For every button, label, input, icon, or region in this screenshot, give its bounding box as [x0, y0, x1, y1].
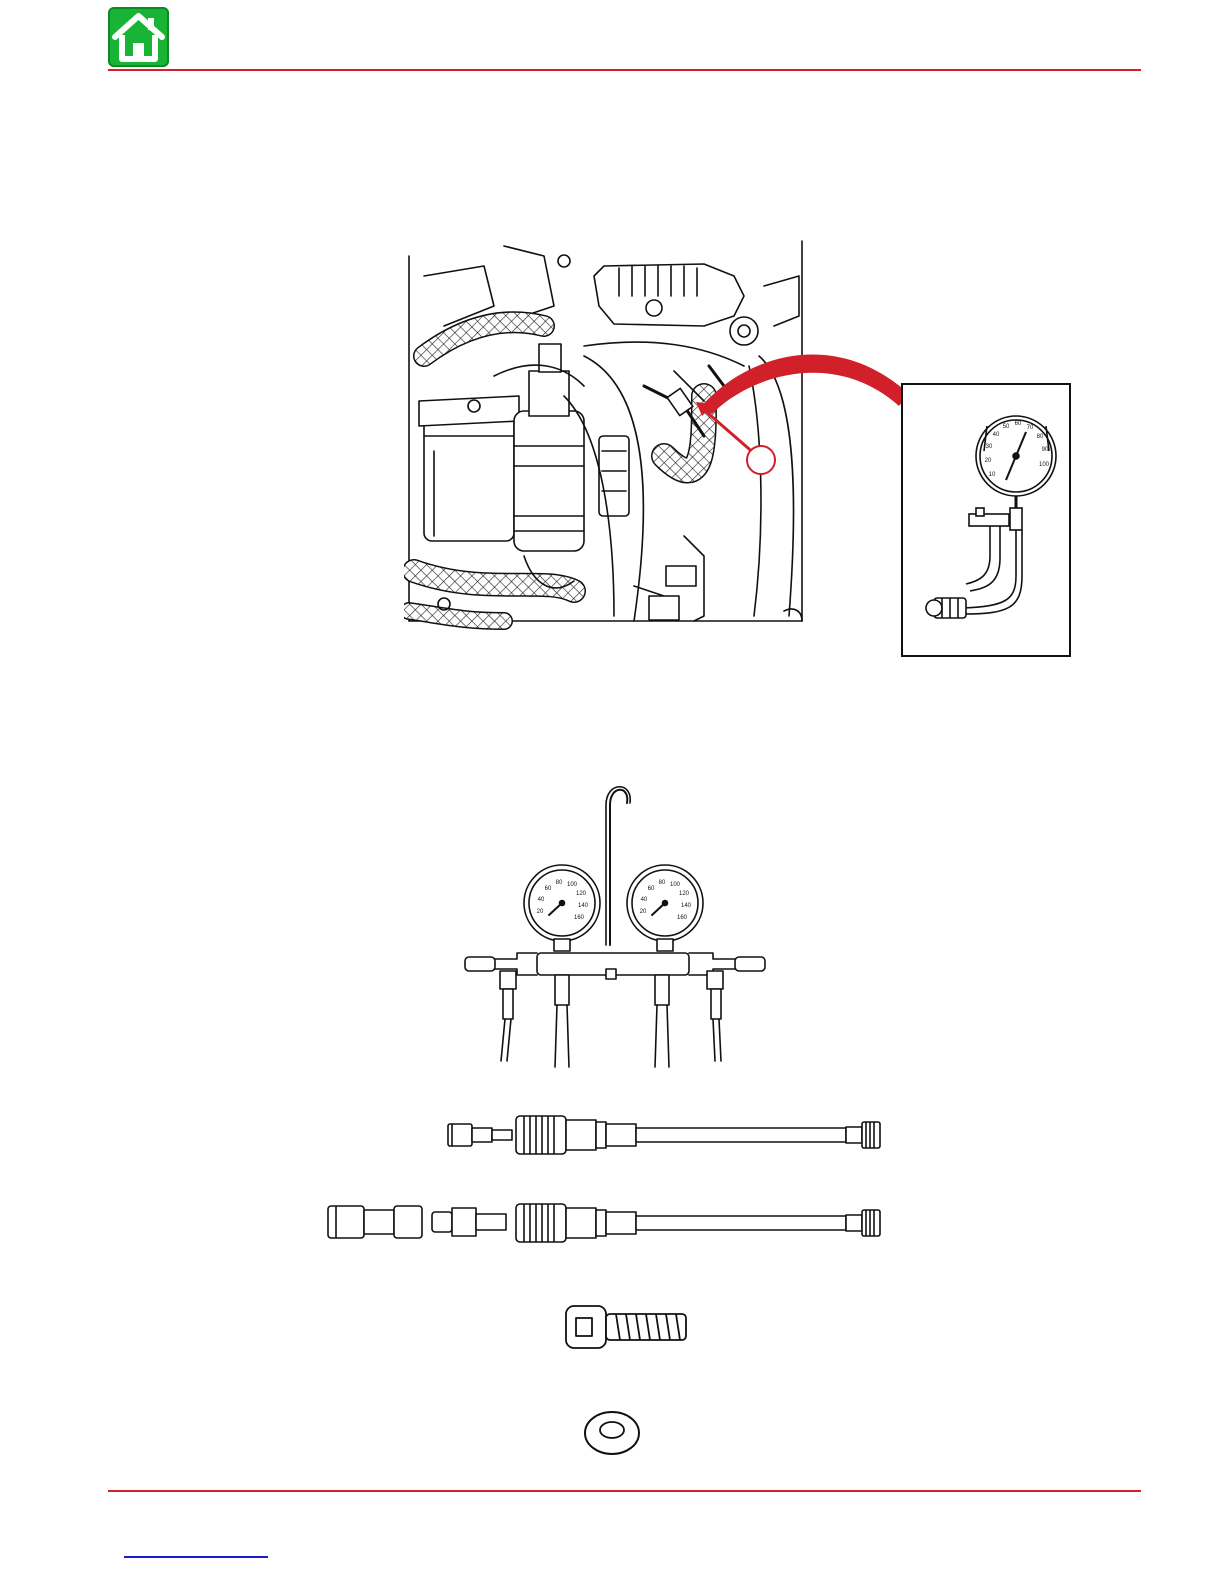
home-button[interactable] [108, 7, 169, 67]
svg-text:20: 20 [985, 458, 992, 464]
svg-text:60: 60 [648, 886, 655, 892]
svg-text:160: 160 [677, 915, 688, 921]
callout-marker [747, 446, 775, 474]
svg-text:20: 20 [640, 909, 647, 915]
svg-text:40: 40 [538, 897, 545, 903]
header-rule [108, 69, 1141, 71]
svg-text:140: 140 [578, 903, 589, 909]
svg-text:140: 140 [681, 903, 692, 909]
svg-text:160: 160 [574, 915, 585, 921]
adapter-hose-assembly [444, 1110, 900, 1160]
footer-link[interactable] [124, 1556, 268, 1558]
svg-text:60: 60 [545, 886, 552, 892]
svg-text:60: 60 [1015, 421, 1022, 427]
svg-text:80: 80 [1037, 434, 1044, 440]
svg-text:40: 40 [993, 432, 1000, 438]
svg-text:80: 80 [659, 880, 666, 886]
svg-text:120: 120 [679, 891, 690, 897]
svg-text:80: 80 [556, 880, 563, 886]
svg-text:50: 50 [1003, 424, 1010, 430]
home-icon [108, 7, 169, 67]
svg-text:100: 100 [670, 882, 681, 888]
engine-fuel-system-illustration: 10 20 30 40 50 60 70 80 90 100 [404, 236, 1084, 661]
svg-text:20: 20 [537, 909, 544, 915]
svg-text:10: 10 [989, 472, 996, 478]
svg-text:100: 100 [1039, 462, 1050, 468]
svg-text:100: 100 [567, 882, 578, 888]
svg-text:40: 40 [641, 897, 648, 903]
callout-arc [700, 355, 909, 414]
svg-text:70: 70 [1027, 425, 1034, 431]
svg-text:120: 120 [576, 891, 587, 897]
svg-text:30: 30 [986, 444, 993, 450]
washer [582, 1408, 642, 1458]
svg-text:90: 90 [1042, 447, 1049, 453]
socket-head-screw [562, 1302, 692, 1352]
adapter-hose-with-extension [324, 1196, 900, 1248]
footer-rule [108, 1490, 1141, 1492]
dual-gauge-manifold-illustration: 20 40 60 80 100 120 140 160 20 40 60 80 … [455, 785, 775, 1075]
